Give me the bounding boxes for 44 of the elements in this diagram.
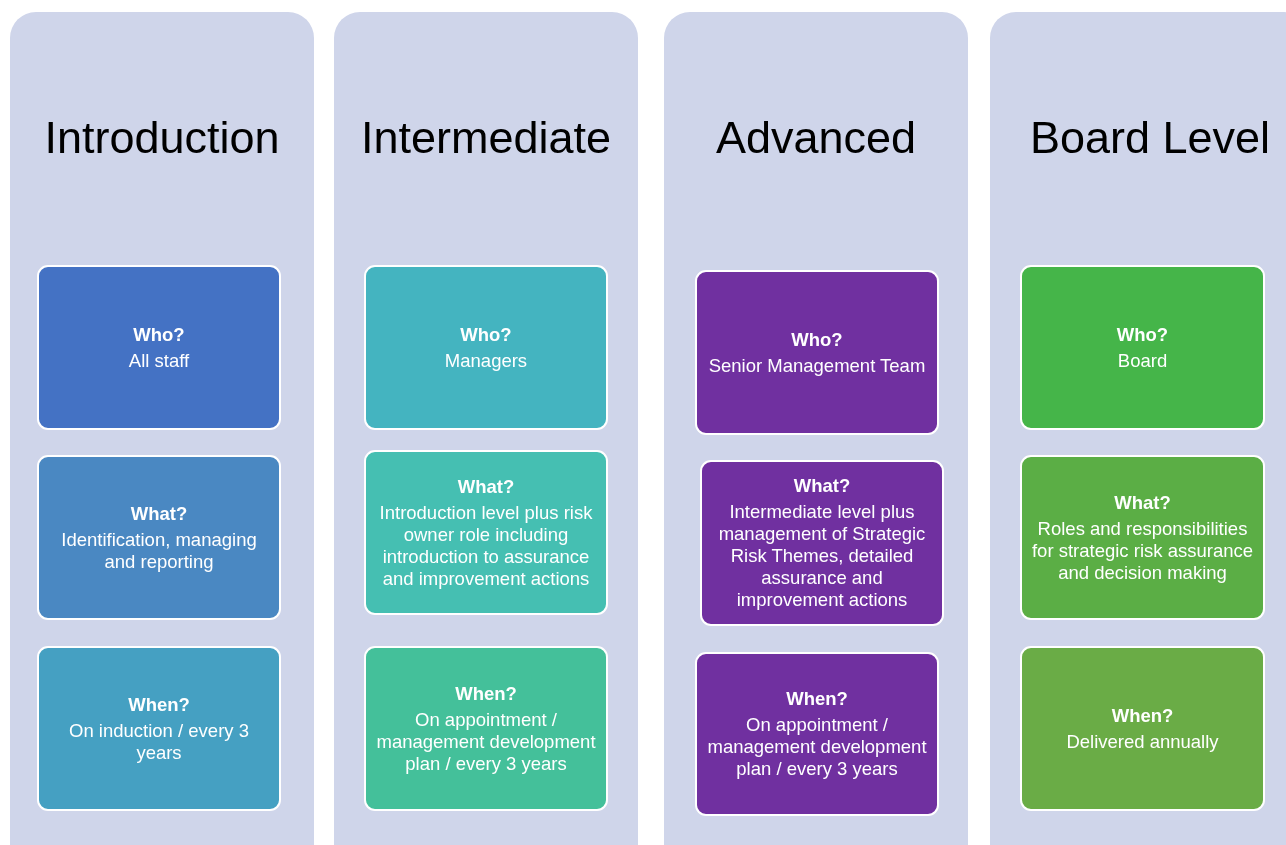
box-heading: Who?	[460, 323, 512, 346]
info-box	[364, 646, 608, 811]
column-heading: Advanced	[714, 112, 918, 164]
info-box	[37, 646, 281, 811]
box-heading: Who?	[1116, 323, 1169, 346]
level-column	[10, 12, 314, 845]
box-heading: Who?	[133, 323, 185, 346]
box-heading: What?	[457, 475, 515, 498]
box-text: Senior Management Team	[708, 354, 926, 377]
box-heading: Who?	[791, 328, 843, 351]
box-text: On induction / every 3 years	[68, 719, 250, 764]
level-column	[664, 12, 968, 845]
column-heading: Introduction	[43, 112, 281, 164]
box-text: Introduction level plus risk owner role including introduction to assurance and improvement actions	[378, 501, 594, 590]
box-text: On appointment / management development plan / every 3 years	[375, 708, 597, 775]
column-heading: Intermediate	[359, 112, 613, 164]
box-text: All staff	[128, 349, 190, 372]
info-box	[364, 450, 608, 615]
info-box	[1020, 455, 1265, 620]
box-text: Intermediate level plus management of Strategic Risk Themes, detailed assurance and improvement actions	[717, 501, 927, 611]
box-heading: What?	[1114, 491, 1171, 514]
box-heading: What?	[130, 502, 188, 525]
box-text: Delivered annually	[1066, 730, 1219, 753]
box-text: Managers	[444, 349, 528, 372]
box-heading: When?	[786, 688, 848, 710]
box-heading: When?	[455, 682, 517, 705]
box-text: On appointment / management development plan / every 3 years	[706, 714, 928, 780]
info-box	[1020, 646, 1265, 811]
info-box	[695, 652, 939, 816]
level-column	[990, 12, 1286, 845]
info-box	[37, 455, 281, 620]
info-box	[37, 265, 281, 430]
info-box	[700, 460, 944, 626]
info-box	[1020, 265, 1265, 430]
info-box	[695, 270, 939, 435]
box-heading: When?	[128, 693, 190, 716]
box-heading: When?	[1111, 704, 1174, 727]
info-box	[364, 265, 608, 430]
box-text: Roles and responsibilities for strategic risk assurance and decision making	[1030, 517, 1255, 584]
box-heading: What?	[793, 475, 851, 497]
column-heading: Board Level	[1028, 112, 1272, 164]
level-column	[334, 12, 638, 845]
box-text: Identification, managing and reporting	[60, 528, 258, 573]
box-text: Board	[1117, 349, 1168, 372]
